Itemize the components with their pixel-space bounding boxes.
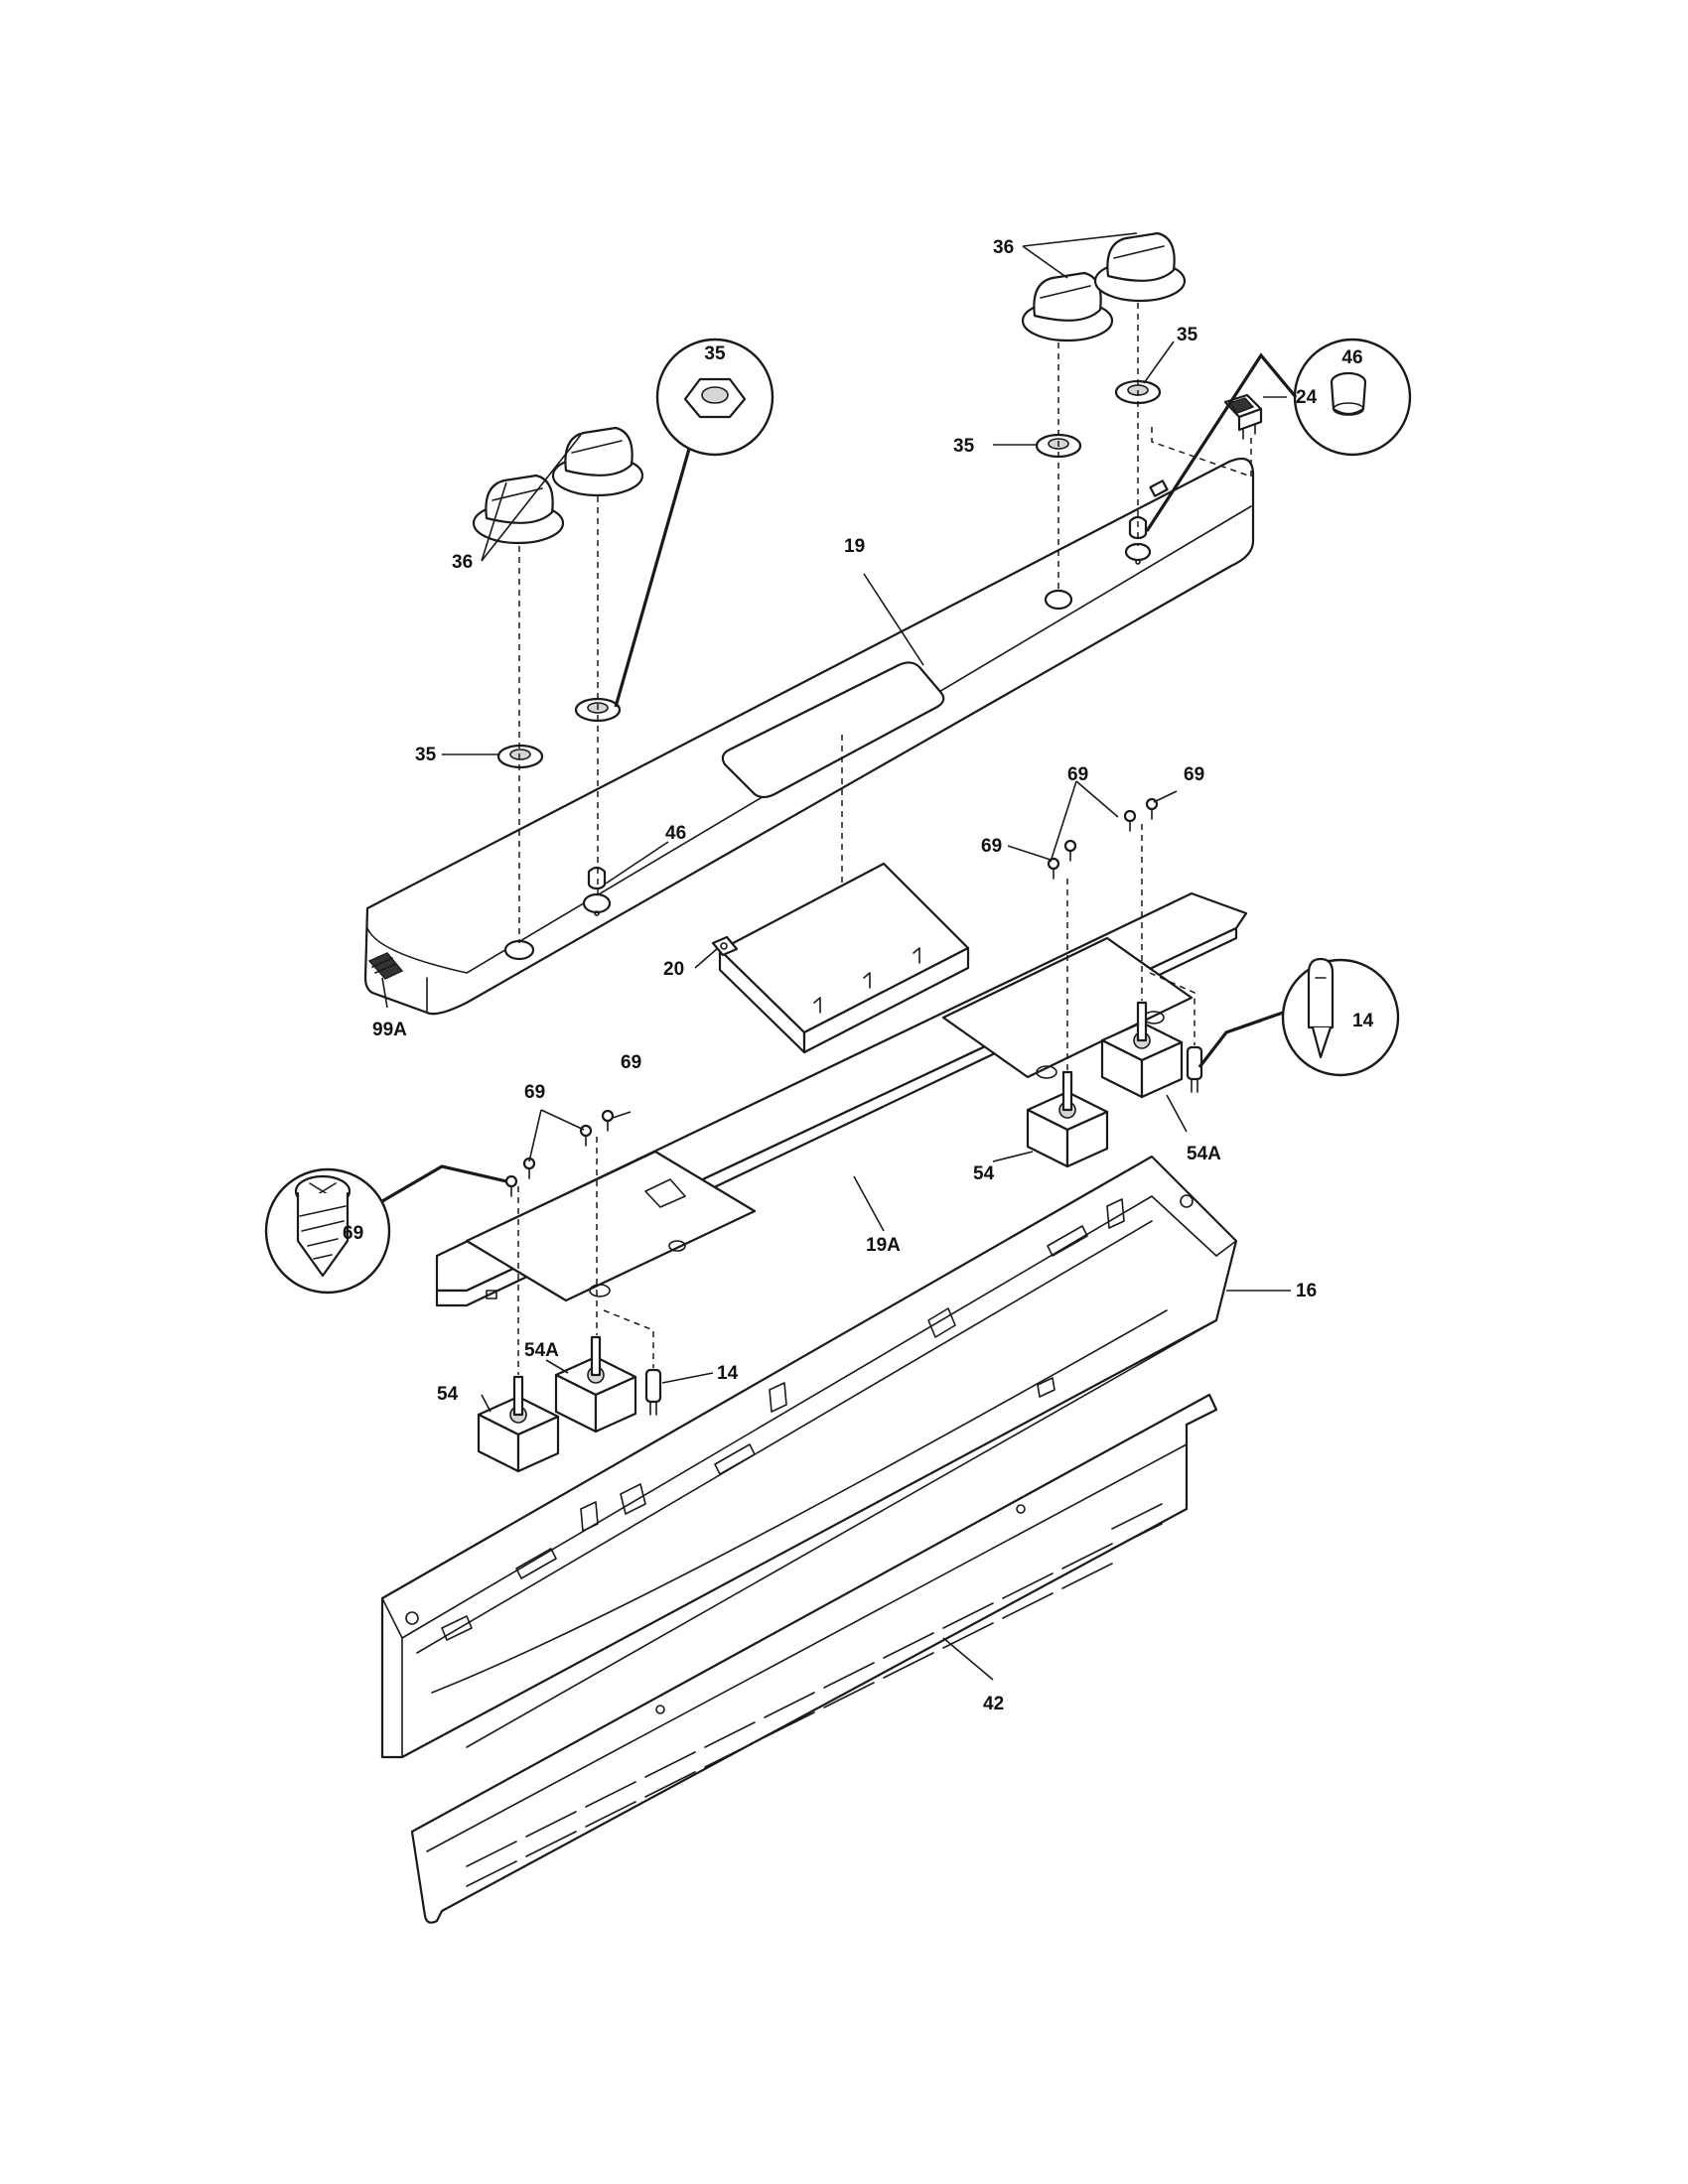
label-69-mid-a: 69 bbox=[621, 1052, 641, 1073]
label-19: 19 bbox=[844, 536, 865, 557]
vent-trim-42 bbox=[410, 1393, 1218, 1924]
label-24: 24 bbox=[1296, 387, 1318, 408]
label-69-circle: 69 bbox=[343, 1223, 363, 1244]
indicator-light-14-left bbox=[644, 1368, 662, 1416]
label-36-left: 36 bbox=[452, 552, 473, 573]
label-54a-left: 54A bbox=[524, 1340, 559, 1361]
label-14-circle: 14 bbox=[1352, 1011, 1374, 1031]
screw-69-1 bbox=[504, 1174, 518, 1197]
label-14-left: 14 bbox=[717, 1363, 739, 1384]
label-54a-right: 54A bbox=[1187, 1144, 1221, 1164]
indicator-light-46-right bbox=[1128, 515, 1148, 565]
label-46-circle: 46 bbox=[1341, 347, 1362, 368]
infinite-switch-54a-left bbox=[554, 1335, 637, 1433]
detail-circle-35 bbox=[614, 338, 774, 708]
label-36-top-right: 36 bbox=[993, 237, 1014, 258]
label-54-left: 54 bbox=[437, 1384, 459, 1405]
screw-69-6 bbox=[1063, 839, 1077, 862]
label-42: 42 bbox=[983, 1694, 1004, 1714]
detail-circle-69 bbox=[264, 1164, 507, 1295]
label-99a: 99A bbox=[372, 1020, 407, 1040]
label-19a: 19A bbox=[866, 1235, 901, 1256]
electronic-control-20 bbox=[711, 862, 970, 1054]
screw-69-7 bbox=[1123, 809, 1137, 832]
mounting-bracket-19a bbox=[435, 891, 1248, 1307]
infinite-switch-54-right bbox=[1026, 1070, 1109, 1168]
screws-69 bbox=[504, 797, 1159, 1197]
assembly-axis-lines-upper bbox=[518, 303, 1252, 943]
label-35-circle: 35 bbox=[704, 343, 726, 364]
label-16: 16 bbox=[1296, 1281, 1317, 1301]
knob-36-left-a bbox=[472, 474, 565, 545]
detail-circle-14 bbox=[1197, 957, 1400, 1077]
label-20: 20 bbox=[663, 959, 684, 980]
rocker-switch-24 bbox=[1223, 393, 1263, 440]
nut-35-left bbox=[496, 744, 544, 769]
indicator-light-14-right bbox=[1186, 1045, 1203, 1093]
knob-36-top-right-b bbox=[1093, 231, 1187, 303]
label-35-top-right: 35 bbox=[1177, 325, 1198, 345]
label-35-mid-right: 35 bbox=[953, 436, 975, 457]
screw-69-5 bbox=[1047, 857, 1060, 880]
infinite-switch-54-left bbox=[477, 1375, 560, 1473]
vent-slots bbox=[466, 1503, 1163, 1887]
label-69-top-b: 69 bbox=[1184, 764, 1204, 785]
assembly-axis-lines-lower bbox=[517, 824, 1196, 1375]
backguard-housing-16 bbox=[380, 1155, 1238, 1759]
leader-lines bbox=[381, 232, 1291, 1681]
knob-36-top-right-a bbox=[1021, 271, 1114, 342]
detail-circle-46 bbox=[1145, 338, 1412, 532]
screw-69-3 bbox=[579, 1124, 593, 1147]
knob-36-left-b bbox=[551, 426, 644, 497]
screw-69-4 bbox=[601, 1109, 615, 1132]
label-69-mid-b: 69 bbox=[524, 1082, 545, 1103]
label-54-right: 54 bbox=[973, 1163, 995, 1184]
callout-labels: 36 35 24 35 46 35 36 19 35 46 69 69 69 2… bbox=[343, 237, 1374, 1714]
label-69-top-a: 69 bbox=[1067, 764, 1088, 785]
label-35-left: 35 bbox=[415, 745, 437, 765]
indicator-light-46-left bbox=[587, 866, 607, 916]
label-46-left: 46 bbox=[665, 823, 686, 844]
infinite-switch-54a-right bbox=[1100, 1001, 1184, 1099]
badge-99a bbox=[367, 952, 404, 980]
label-69-top-c: 69 bbox=[981, 836, 1002, 857]
